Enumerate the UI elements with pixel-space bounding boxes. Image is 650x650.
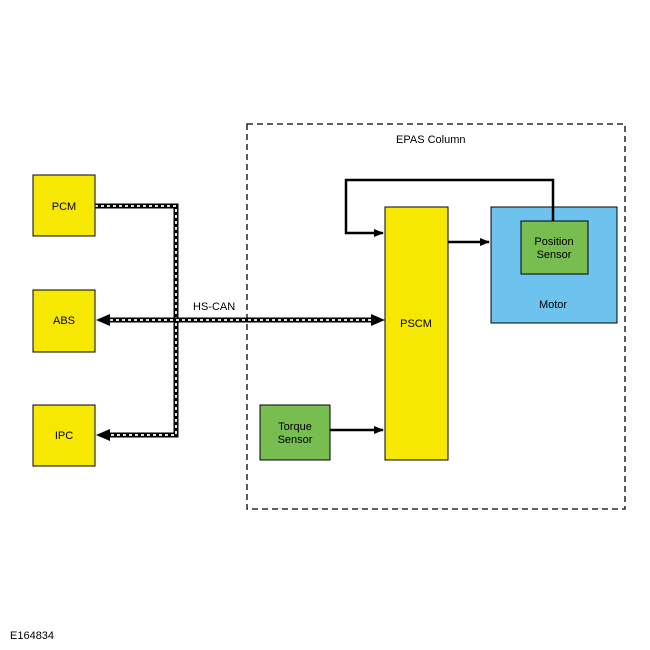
position-sensor-label-line1: Position bbox=[534, 236, 573, 248]
ipc-label: IPC bbox=[55, 430, 73, 442]
hs-can-label: HS-CAN bbox=[193, 301, 235, 313]
position-sensor-label-line2: Sensor bbox=[537, 249, 572, 261]
pcm-module: PCM bbox=[32, 174, 96, 237]
figure-id: E164834 bbox=[10, 630, 54, 642]
torque-sensor-label-line1: Torque bbox=[278, 421, 312, 433]
motor-label: Motor bbox=[539, 299, 567, 311]
abs-label: ABS bbox=[53, 315, 75, 327]
pcm-label: PCM bbox=[52, 201, 76, 213]
abs-module: ABS bbox=[32, 289, 96, 353]
epas-column-boundary bbox=[246, 123, 626, 510]
pscm-label: PSCM bbox=[400, 318, 432, 330]
torque-sensor-block: Torque Sensor bbox=[259, 404, 331, 461]
bus-arrow-pscm bbox=[371, 314, 385, 326]
position-feedback-line bbox=[344, 178, 555, 237]
position-sensor-block: Position Sensor bbox=[520, 220, 589, 275]
pscm-module: PSCM bbox=[384, 206, 449, 461]
bus-arrow-abs bbox=[96, 314, 110, 326]
epas-column-label: EPAS Column bbox=[396, 134, 466, 146]
ipc-module: IPC bbox=[32, 404, 96, 467]
bus-arrow-ipc bbox=[96, 429, 110, 441]
hs-can-bus bbox=[95, 203, 385, 441]
torque-sensor-label-line2: Sensor bbox=[278, 434, 313, 446]
